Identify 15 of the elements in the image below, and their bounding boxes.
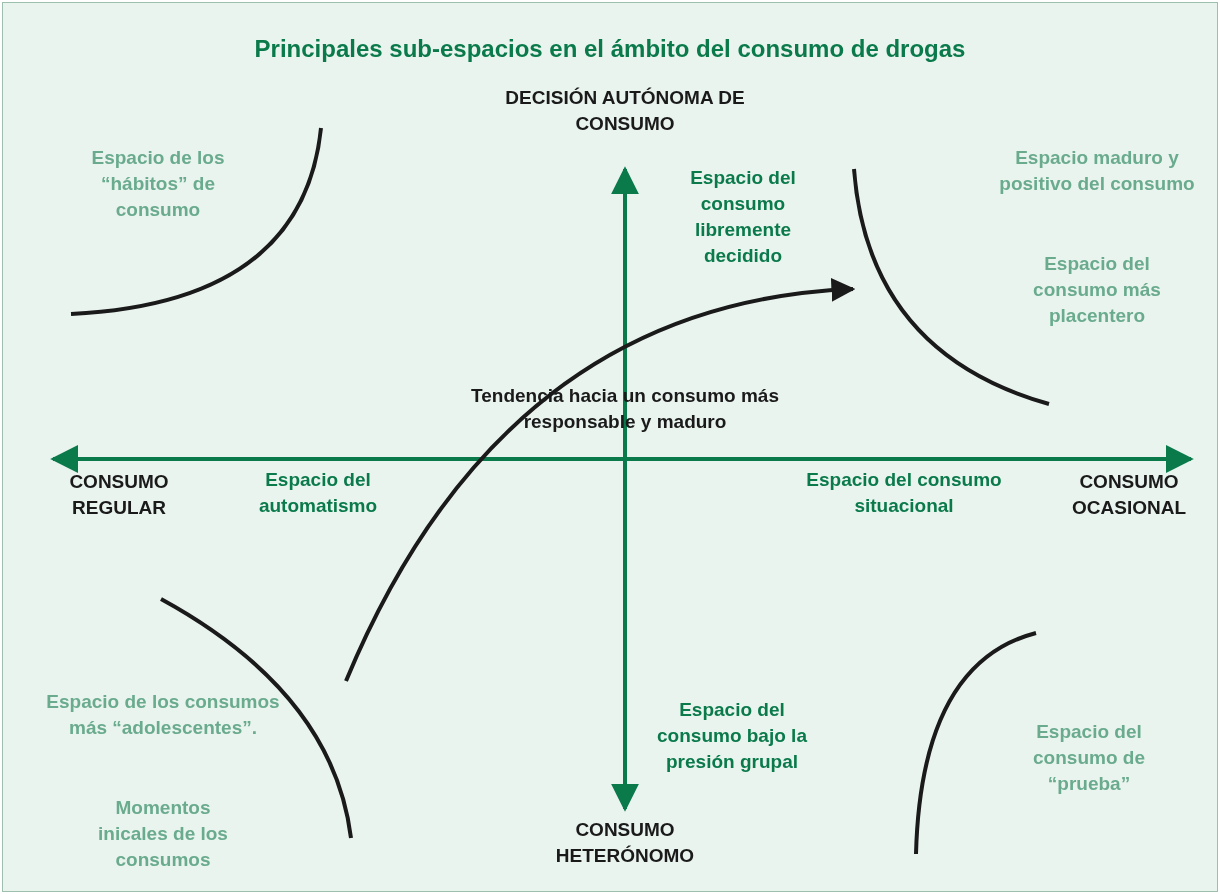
axis-label: CONSUMO HETERÓNOMO <box>554 818 696 868</box>
axis-label: DECISIÓN AUTÓNOMA DE CONSUMO <box>504 86 746 136</box>
region-label: Momentos inicales de los consumos <box>97 796 229 872</box>
region-label: Espacio del consumo más placentero <box>1032 252 1162 328</box>
axis-label: CONSUMO OCASIONAL <box>1071 470 1187 520</box>
region-label: Espacio del automatismo <box>257 468 379 518</box>
region-label: Espacio del consumo libremente decidido <box>689 166 797 268</box>
diagram-title: Principales sub-espacios en el ámbito del consumo de drogas <box>253 35 967 63</box>
region-label: Espacio de los consumos más “adolescentes”. <box>45 690 281 740</box>
region-label: Espacio del consumo bajo la presión grupal <box>656 698 808 774</box>
axis-label: CONSUMO REGULAR <box>68 470 170 520</box>
region-label: Espacio de los “hábitos” de consumo <box>90 146 226 222</box>
region-label: Espacio maduro y positivo del consumo <box>998 146 1196 196</box>
region-label: Espacio del consumo situacional <box>805 468 1003 518</box>
region-label: Espacio del consumo de “prueba” <box>1032 720 1146 796</box>
